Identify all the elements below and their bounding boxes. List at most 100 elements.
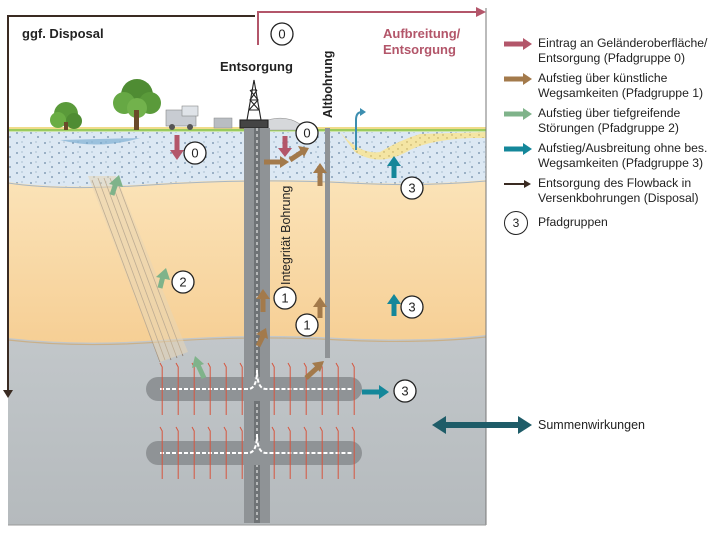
legend-item: Aufstieg/Ausbreitung ohne bes. Wegsamkei… <box>500 141 726 171</box>
frac-squiggle <box>159 426 163 479</box>
green-arrow-icon <box>156 268 170 289</box>
frac-squiggle <box>271 426 275 479</box>
svg-text:3: 3 <box>401 384 408 399</box>
legend-item: Eintrag an Geländeroberfläche/ Entsorgun… <box>500 36 726 66</box>
brown-arrow-icon <box>255 328 268 348</box>
frac-squiggle <box>175 362 179 415</box>
legend-item: 3 Pfadgruppen <box>500 211 726 237</box>
frac-squiggle <box>239 426 243 479</box>
path-markers: 0 0 0 11 2 3 3 3 <box>171 22 424 403</box>
brown-arrow-icon <box>313 163 327 186</box>
frac-squiggle <box>175 426 179 479</box>
path-marker-0: 0 <box>270 22 294 46</box>
pink-arrow-icon <box>170 135 184 160</box>
disposal-arrowhead <box>3 390 13 398</box>
frac-squiggle <box>319 426 323 479</box>
frac-squiggle <box>271 362 275 415</box>
path-marker-3: 3 <box>400 176 424 200</box>
label-altbohrung: Altbohrung <box>321 51 335 118</box>
teal-arrow-icon <box>362 385 389 399</box>
lateral-upper <box>146 369 362 401</box>
frac-squiggle <box>303 362 307 415</box>
label-aufbereitung-1: Aufbreitung/ <box>383 26 461 41</box>
brown-arrow-icon <box>313 297 327 318</box>
frac-squiggle <box>239 362 243 415</box>
aufbereitung-line <box>257 11 478 45</box>
frac-squiggle <box>335 362 339 415</box>
old-well <box>325 128 330 358</box>
pfadgruppe-circle-icon: 3 <box>504 211 528 235</box>
path-marker-0: 0 <box>183 141 207 165</box>
pond <box>60 138 140 145</box>
frac-squiggle <box>351 362 355 415</box>
frac-squiggle <box>207 426 211 479</box>
brown-arrow-icon <box>288 146 309 163</box>
frac-squiggle <box>223 362 227 415</box>
frac-squiggle <box>191 426 195 479</box>
svg-text:0: 0 <box>303 126 310 141</box>
path-marker-3: 3 <box>400 295 424 319</box>
frac-squiggle <box>335 426 339 479</box>
path-marker-3: 3 <box>393 379 417 403</box>
fault-band <box>88 176 188 362</box>
label-entsorgung: Entsorgung <box>220 59 293 74</box>
svg-text:2: 2 <box>179 275 186 290</box>
frac-squiggle <box>351 426 355 479</box>
arrow-right-icon <box>504 38 532 50</box>
legend-text: Aufstieg über tiefgreifende Störungen (P… <box>538 106 681 135</box>
legend-text: Aufstieg über künstliche Wegsamkeiten (P… <box>538 71 704 100</box>
legend-item: Aufstieg über tiefgreifende Störungen (P… <box>500 106 726 136</box>
pink-arrow-icon <box>278 136 292 157</box>
aufbereitung-arrowhead <box>476 7 486 17</box>
legend-text: Entsorgung des Flowback in Versenkbohrun… <box>538 176 699 205</box>
svg-text:1: 1 <box>281 291 288 306</box>
green-arrow-icon <box>109 175 123 196</box>
frac-squiggle <box>207 362 211 415</box>
teal-arrow-icon <box>387 294 401 316</box>
teal-arrow-icon <box>387 156 401 178</box>
frac-squiggle <box>287 426 291 479</box>
svg-text:0: 0 <box>278 27 285 42</box>
brown-arrow-icon <box>256 289 270 312</box>
frac-squiggle <box>223 426 227 479</box>
path-marker-1: 1 <box>273 286 297 310</box>
path-marker-0: 0 <box>295 121 319 145</box>
svg-text:0: 0 <box>191 146 198 161</box>
legend-item: Entsorgung des Flowback in Versenkbohrun… <box>500 176 726 206</box>
truck-icon <box>165 105 199 130</box>
label-disposal: ggf. Disposal <box>22 26 104 41</box>
arrow-right-icon <box>504 73 532 85</box>
svg-text:3: 3 <box>408 300 415 315</box>
brown-arrow-icon <box>264 156 289 168</box>
label-summenwirkungen: Summenwirkungen <box>538 418 645 432</box>
frac-squiggle <box>159 362 163 415</box>
derrick-icon <box>239 79 269 129</box>
label-integritaet: Integrität Bohrung <box>279 186 293 285</box>
thin-arrow-right-icon <box>504 180 531 188</box>
frac-squiggle <box>287 362 291 415</box>
svg-text:1: 1 <box>303 318 310 333</box>
legend: Eintrag an Geländeroberfläche/ Entsorgun… <box>500 36 726 242</box>
path-marker-2: 2 <box>171 270 195 294</box>
svg-text:3: 3 <box>408 181 415 196</box>
green-arrow-icon <box>192 356 207 380</box>
sand-lens <box>340 132 486 160</box>
pit-icon <box>267 117 301 131</box>
legend-item: Aufstieg über künstliche Wegsamkeiten (P… <box>500 71 726 101</box>
arrow-right-icon <box>504 108 532 120</box>
frac-squiggle <box>303 426 307 479</box>
double-arrow-icon <box>432 416 532 434</box>
disposal-line <box>7 15 255 390</box>
frac-lines <box>159 362 355 479</box>
arrow-right-icon <box>504 143 532 155</box>
frac-squiggle <box>319 362 323 415</box>
legend-text: Eintrag an Geländeroberfläche/ Entsorgun… <box>538 36 708 65</box>
lateral-lower <box>146 433 362 465</box>
label-aufbereitung-2: Entsorgung <box>383 42 456 57</box>
tree-icon <box>50 102 82 130</box>
legend-text: Aufstieg/Ausbreitung ohne bes. Wegsamkei… <box>538 141 708 170</box>
legend-text: Pfadgruppen <box>538 215 608 229</box>
container-icon <box>213 117 233 129</box>
brown-arrow-icon <box>304 361 324 380</box>
frac-squiggle <box>191 362 195 415</box>
